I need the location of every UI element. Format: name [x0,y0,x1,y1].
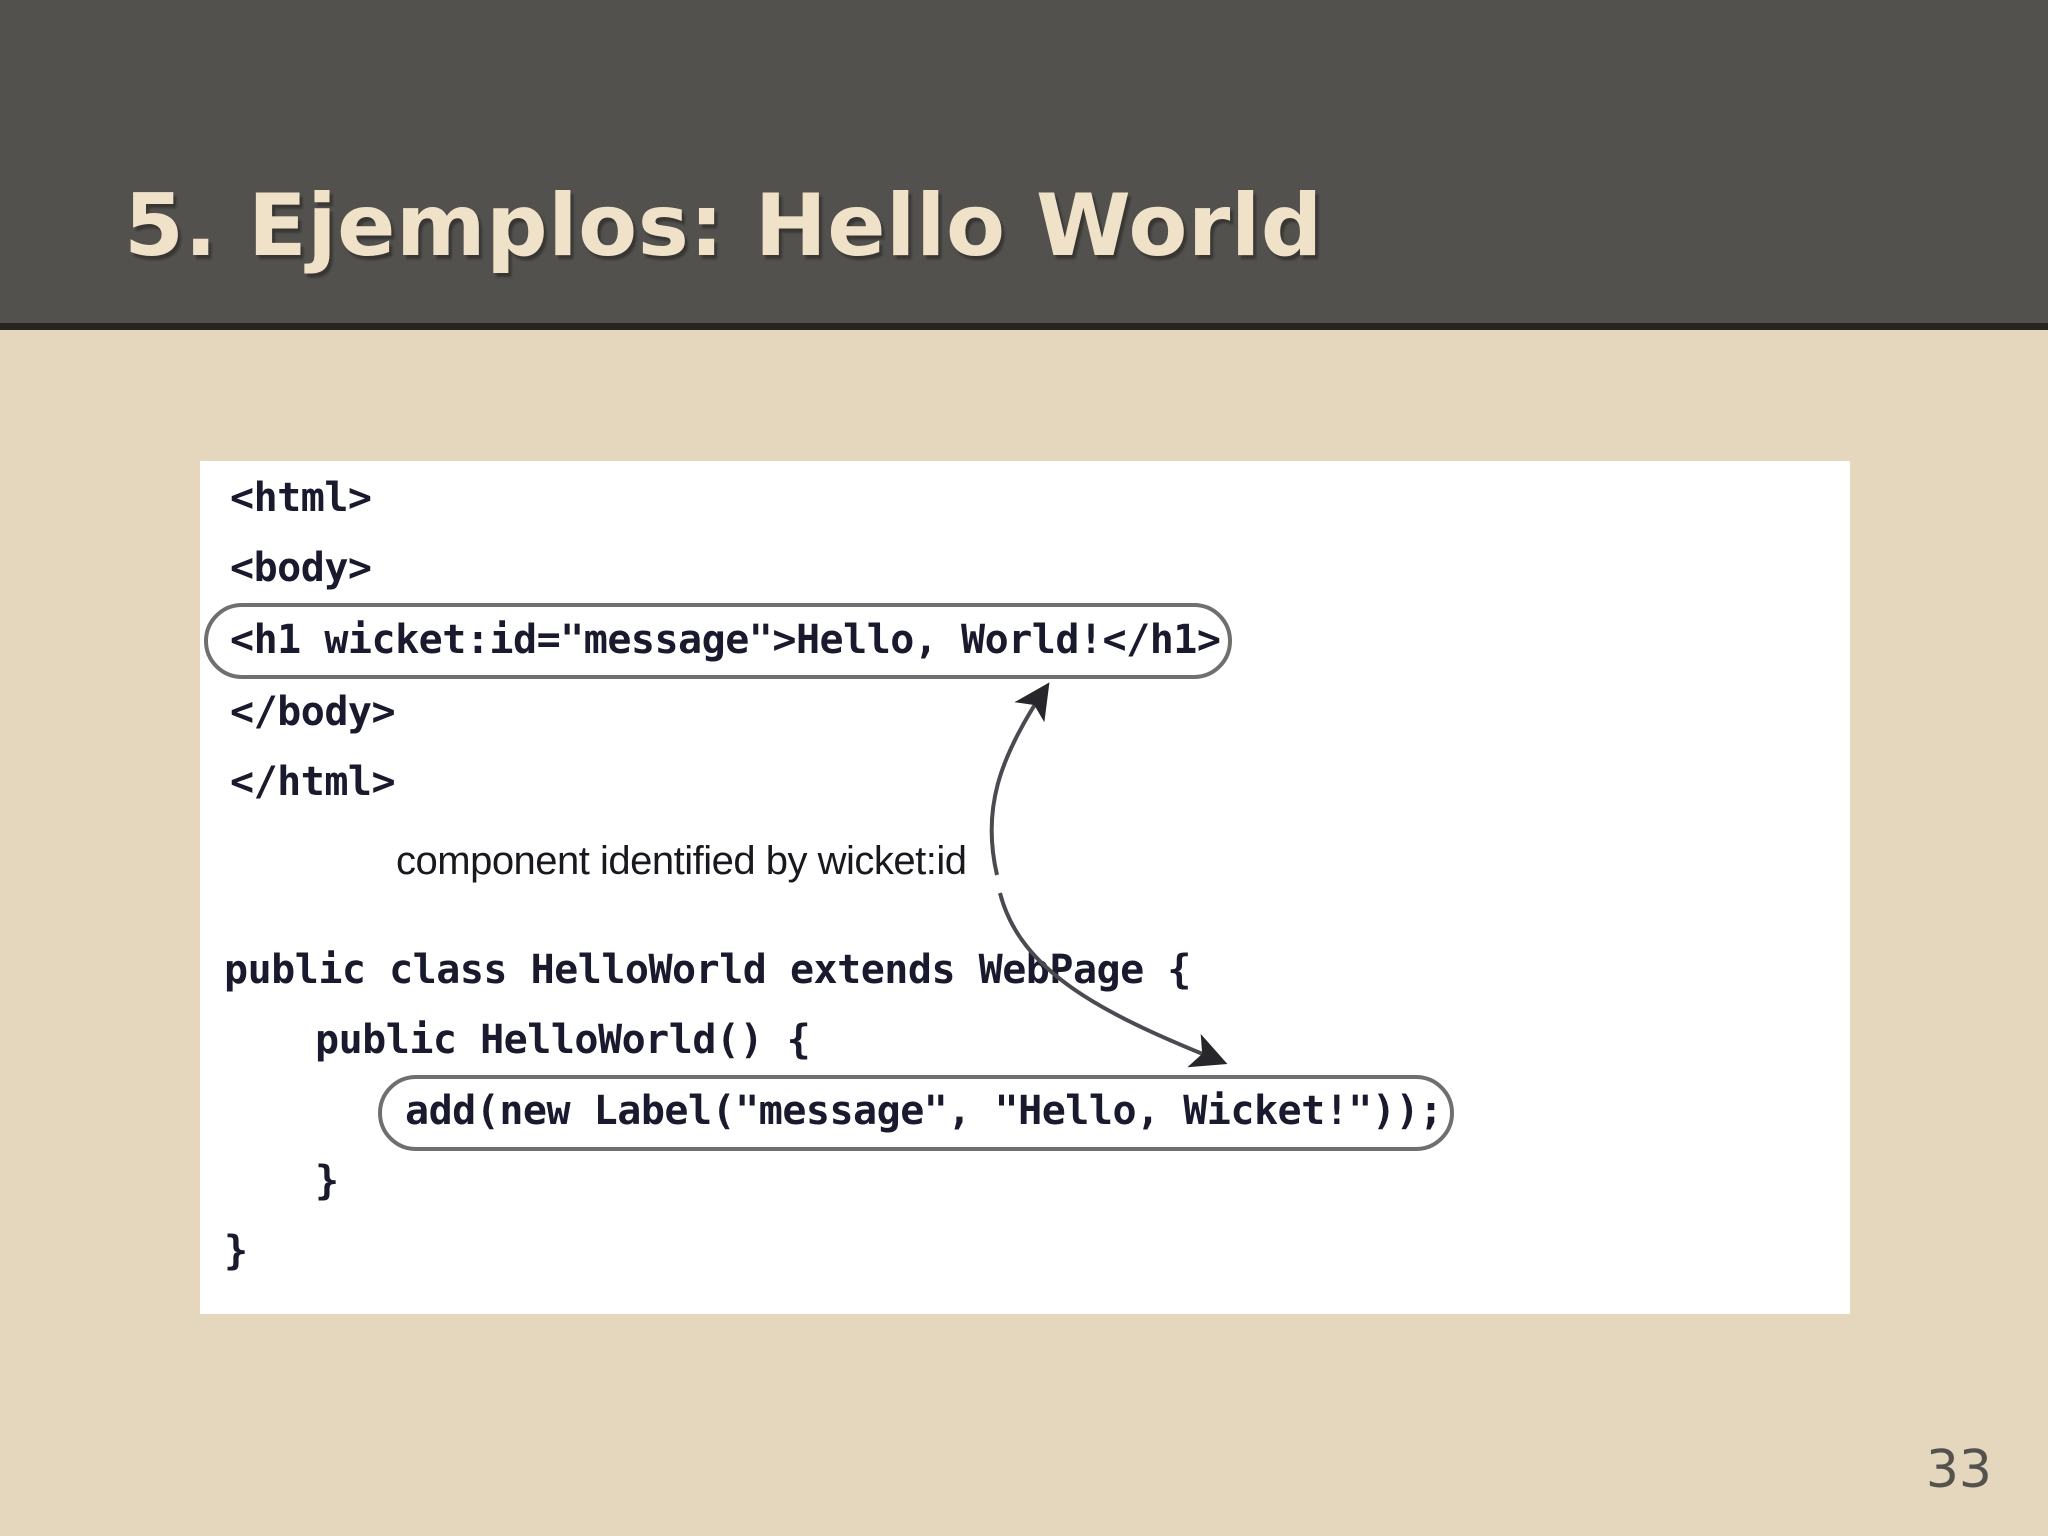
code-line-h1-wicket-id: <h1 wicket:id="message">Hello, World!</h… [230,617,1221,663]
callout-outline-markup [204,603,1232,679]
code-line-html-open: <html> [230,475,372,521]
page-title: 5. Ejemplos: Hello World [124,176,1323,276]
code-line-class-declaration: public class HelloWorld extends WebPage … [224,947,1191,993]
arrow-up-to-h1 [989,682,1050,876]
code-line-html-close: </html> [230,759,396,805]
code-line-close-brace-class: } [224,1228,248,1274]
callout-outline-java [378,1075,1454,1151]
code-line-add-label: add(new Label("message", "Hello, Wicket!… [405,1088,1443,1134]
code-line-body-close: </body> [230,689,396,735]
annotation-arrows [989,682,1228,1068]
page-number: 33 [1925,1440,1992,1500]
code-line-close-brace-constructor: } [315,1158,339,1204]
code-line-constructor: public HelloWorld() { [315,1017,811,1063]
slide-header: 5. Ejemplos: Hello World [0,0,2048,330]
code-line-body-open: <body> [230,545,372,591]
annotation-label: component identified by wicket:id [396,839,967,883]
code-figure-panel: <html> <body> <h1 wicket:id="message">He… [200,461,1850,1314]
